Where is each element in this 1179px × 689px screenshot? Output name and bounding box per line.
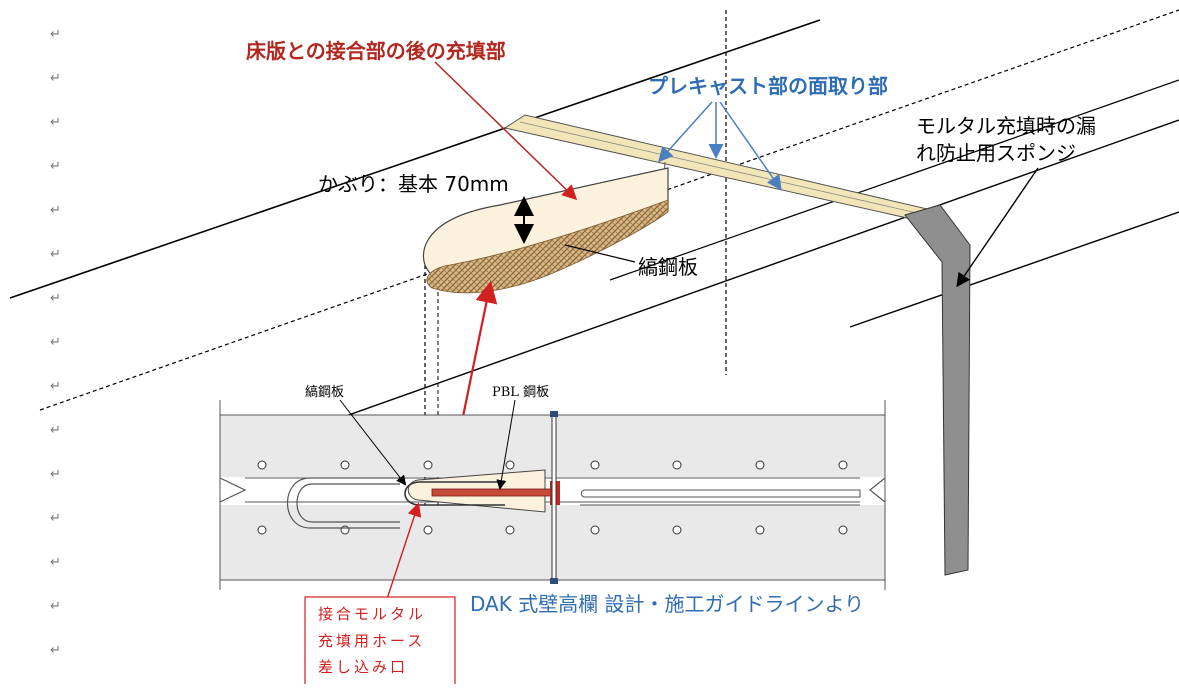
paragraph-mark: ↵ [50, 643, 61, 658]
plan-u-rebar-inner [296, 483, 400, 523]
plan-leader-pbl [496, 399, 516, 490]
label-expanded-metal: 縞鋼板 [638, 255, 698, 279]
paragraph-mark: ↵ [50, 247, 61, 262]
paragraph-mark: ↵ [50, 291, 61, 306]
hose-label-box [304, 596, 456, 688]
plan-pbl-plate [431, 488, 553, 497]
paragraph-mark: ↵ [50, 115, 61, 130]
chamfer-arrow-3 [719, 101, 782, 191]
chamfer-strip-inner [519, 121, 931, 217]
plan-leader-hose [384, 502, 422, 606]
label-hose-line1: 接合モルタル [318, 605, 427, 623]
filling-leader [434, 61, 578, 201]
plan-bolt-row-top [257, 460, 848, 470]
paragraph-mark: ↵ [50, 599, 61, 614]
expanded-metal-hatch [426, 199, 669, 294]
paragraph-mark: ↵ [50, 423, 61, 438]
label-filling-after-joint: 床版との接合部の後の充填部 [246, 39, 506, 63]
paragraph-mark: ↵ [50, 159, 61, 174]
plan-wall-cap-bottom [550, 578, 558, 584]
label-sponge-line1: モルタル充填時の漏 [916, 114, 1096, 138]
label-hose-line2: 充填用ホース [318, 632, 426, 650]
paragraph-mark: ↵ [50, 203, 61, 218]
plan-u-rebar-outer [287, 477, 400, 529]
plan-zigzag-left [219, 477, 247, 503]
chamfer-arrow-1 [657, 101, 713, 163]
paragraph-mark: ↵ [50, 71, 61, 86]
label-cover: かぶり：基本 70mm [318, 172, 509, 196]
sponge-leader [956, 167, 1039, 288]
plan-zigzag-right [869, 477, 886, 503]
label-lower-expanded-metal: 縞鋼板 [305, 385, 345, 400]
paragraph-mark: ↵ [50, 379, 61, 394]
paragraph-mark: ↵ [50, 335, 61, 350]
slab-edge-inner [609, 79, 1179, 281]
plan-wall-plate [551, 414, 557, 581]
plan-slot-right [580, 489, 861, 498]
label-pbl-plate: PBL 鋼板 [492, 385, 550, 400]
label-chamfer: プレキャスト部の面取り部 [648, 74, 888, 98]
label-sponge-line2: れ防止用スポンジ [916, 141, 1076, 165]
paragraph-mark: ↵ [50, 467, 61, 482]
label-hose-line3: 差し込み口 [318, 658, 409, 676]
paragraph-mark: ↵ [50, 511, 61, 526]
slab-edge-bottom [849, 211, 1179, 328]
slab-edge-middle [249, 119, 1179, 451]
plan-wall-cap-top [550, 411, 558, 417]
sponge-band [904, 204, 971, 576]
slab-edge-top [9, 19, 821, 299]
plan-bolt-row-bottom [257, 525, 848, 535]
expanded-metal-leader [564, 244, 636, 263]
plan-view [219, 399, 886, 606]
label-source: DAK 式壁高欄 設計・施工ガイドラインより [470, 592, 865, 616]
plan-leader-expanded-metal [339, 399, 407, 486]
paragraph-mark: ↵ [50, 27, 61, 42]
paragraph-mark: ↵ [50, 555, 61, 570]
